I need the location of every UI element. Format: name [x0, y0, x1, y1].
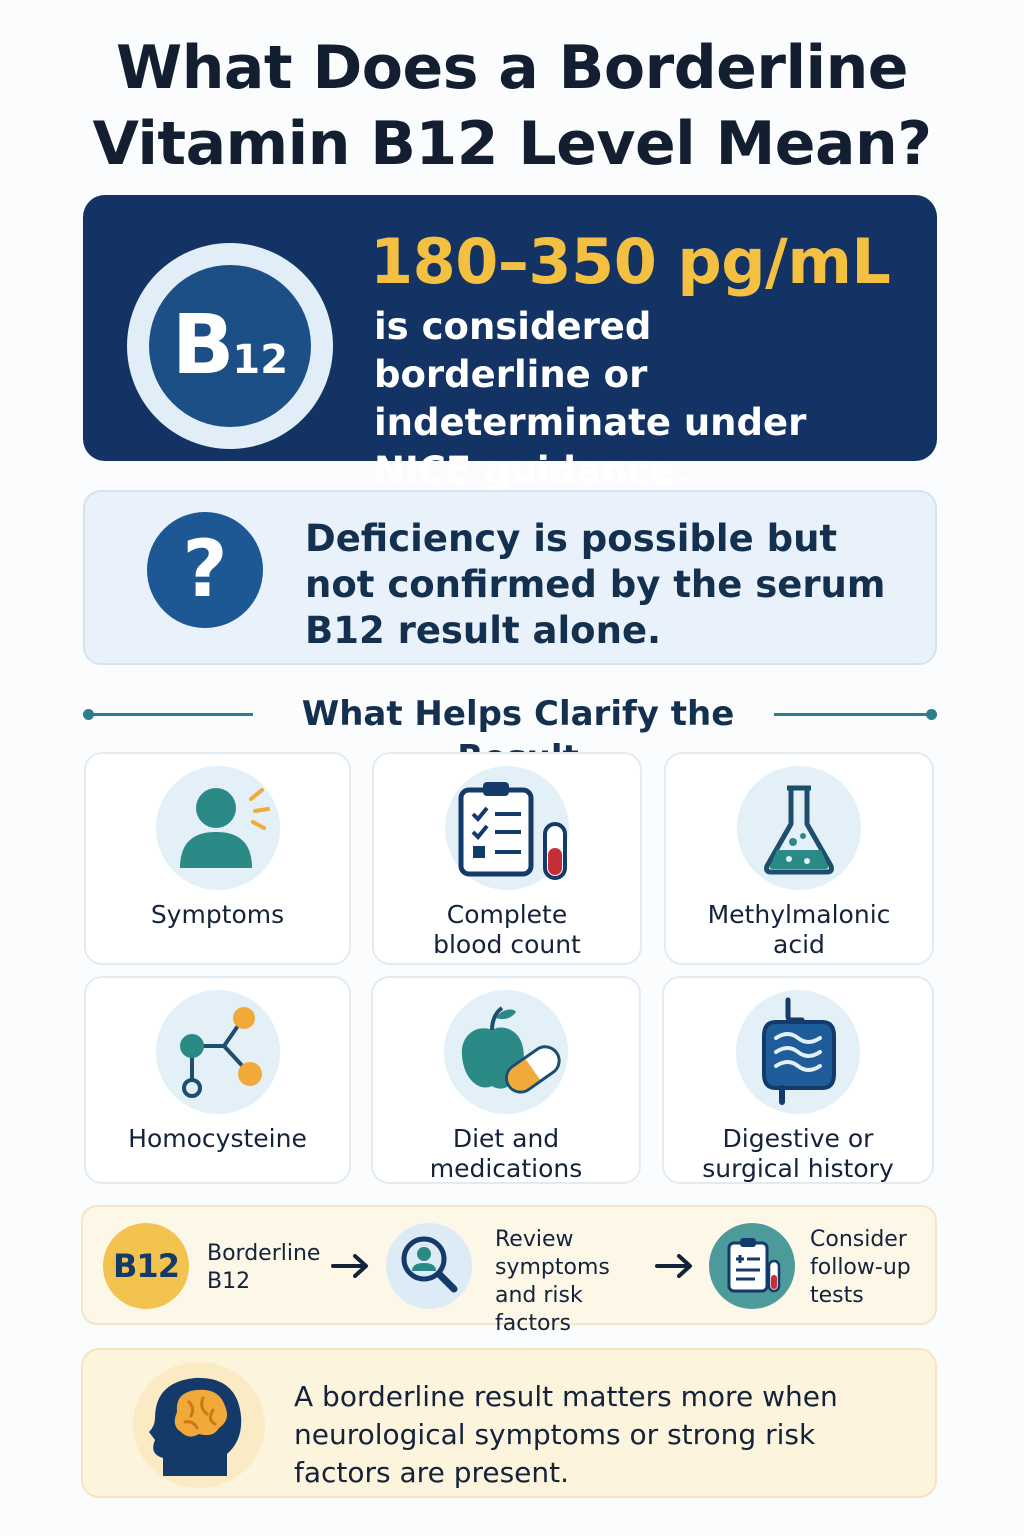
factor-label: Methylmalonic acid — [707, 900, 891, 959]
arrow-right-icon — [655, 1254, 692, 1278]
b12-badge-icon: B 12 — [127, 243, 333, 449]
deficiency-possible-card: ? Deficiency is possible but not confirm… — [83, 490, 937, 665]
person-icon — [155, 766, 280, 890]
flow-step-1: Borderline B12 — [207, 1241, 321, 1294]
intestine-icon — [736, 990, 860, 1114]
b12-step-icon: B12 — [103, 1223, 189, 1309]
borderline-range-value: 180–350 pg/mL — [370, 225, 891, 298]
factor-tile-digestive-history: Digestive or surgical history — [662, 976, 934, 1184]
title-line-1: What Does a Borderline — [116, 33, 908, 103]
head-brain-icon — [133, 1362, 265, 1488]
clipboard-test-tube-icon — [445, 766, 569, 890]
page-title: What Does a Borderline Vitamin B12 Level… — [40, 30, 984, 182]
apple-pill-icon — [444, 990, 568, 1114]
factor-label: Complete blood count — [433, 900, 581, 959]
factor-tile-diet-and-medications: Diet and medications — [371, 976, 641, 1184]
borderline-range-description: is considered borderline or indeterminat… — [374, 305, 807, 492]
deficiency-possible-text: Deficiency is possible but not confirmed… — [305, 517, 886, 652]
question-mark-icon: ? — [147, 512, 263, 628]
b12-badge-number: 12 — [232, 337, 289, 383]
title-line-2: Vitamin B12 Level Mean? — [92, 109, 932, 179]
magnifier-person-icon — [386, 1223, 472, 1309]
factor-tile-symptoms: Symptoms — [84, 752, 351, 965]
flask-icon — [737, 766, 861, 890]
divider-dot-left — [83, 709, 94, 720]
flow-step-3: Consider follow-up tests — [810, 1227, 911, 1308]
b12-badge-letter: B — [171, 298, 234, 393]
flow-step-2: Review symptoms and risk factors — [495, 1227, 610, 1336]
borderline-range-card: B 12 180–350 pg/mL is considered borderl… — [83, 195, 937, 492]
neurological-note-text: A borderline result matters more when ne… — [294, 1380, 838, 1489]
neurological-note-card: A borderline result matters more when ne… — [81, 1348, 937, 1498]
factor-tile-homocysteine: Homocysteine — [84, 976, 351, 1184]
factor-label: Diet and medications — [429, 1124, 583, 1183]
molecule-icon — [155, 990, 280, 1114]
factor-label: Symptoms — [150, 900, 285, 929]
b12-step-badge: B12 — [113, 1247, 180, 1285]
factor-tile-methylmalonic-acid: Methylmalonic acid — [664, 752, 934, 965]
divider-dot-right — [926, 709, 937, 720]
section-divider: What Helps Clarify the Result — [83, 690, 937, 778]
divider-line-right — [774, 713, 929, 716]
clipboard-test-icon — [709, 1223, 795, 1309]
next-steps-flow: B12 Borderline B12 Review symptoms and r… — [81, 1205, 937, 1336]
factor-label: Homocysteine — [128, 1124, 307, 1153]
factor-tile-complete-blood-count: Complete blood count — [372, 752, 642, 965]
arrow-right-icon — [331, 1254, 368, 1278]
factor-label: Digestive or surgical history — [702, 1124, 894, 1183]
divider-line-left — [91, 713, 253, 716]
